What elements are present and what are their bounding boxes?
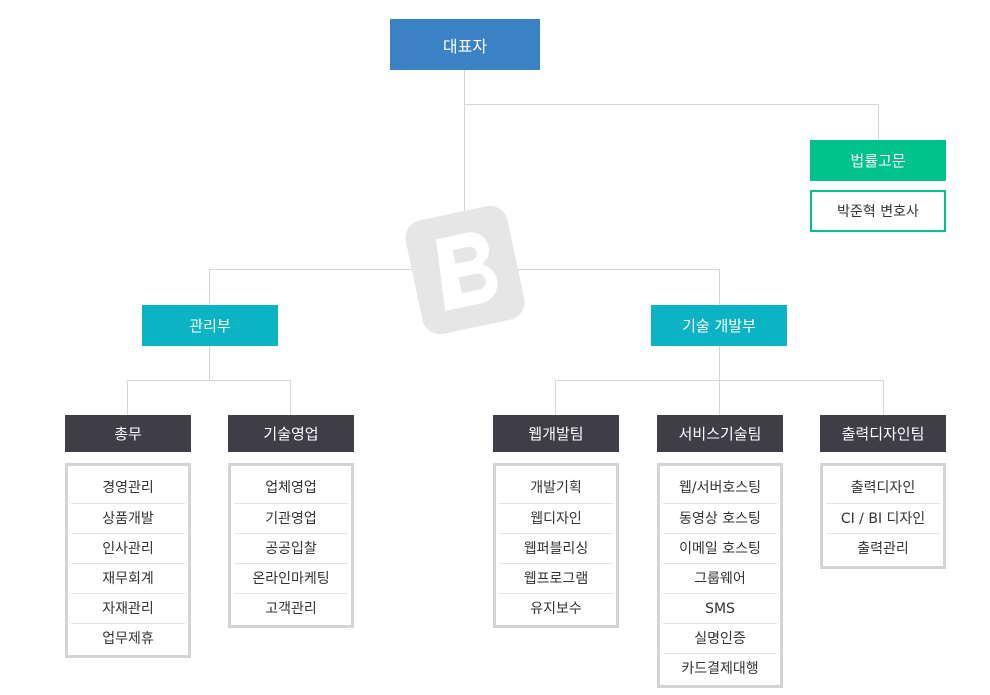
connector-line — [464, 69, 465, 270]
list-item: SMS — [663, 593, 777, 623]
legal-advisor-member: 박준혁 변호사 — [810, 190, 946, 232]
general-affairs-duties-list: 경영관리 상품개발 인사관리 재무회계 자재관리 업무제휴 — [65, 463, 191, 658]
list-item: 카드결제대행 — [663, 653, 777, 683]
b-logo-watermark-icon — [405, 205, 525, 335]
list-item: 인사관리 — [71, 533, 185, 563]
list-item: 이메일 호스팅 — [663, 533, 777, 563]
ceo-box: 대표자 — [390, 19, 540, 70]
service-tech-duties-list: 웹/서버호스팅 동영상 호스팅 이메일 호스팅 그룹웨어 SMS 실명인증 카드… — [657, 463, 783, 688]
list-item: 출력디자인 — [850, 480, 916, 496]
list-item: 웹/서버호스팅 — [679, 480, 761, 496]
list-item: 고객관리 — [234, 593, 348, 623]
list-item: 그룹웨어 — [663, 563, 777, 593]
connector-line — [127, 380, 128, 415]
list-item: 실명인증 — [663, 623, 777, 653]
list-item: 웹디자인 — [499, 503, 613, 533]
list-item: 기관영업 — [234, 503, 348, 533]
team-print-design-box: 출력디자인팀 — [820, 415, 946, 452]
dept-management-box: 관리부 — [142, 305, 278, 346]
connector-line — [719, 269, 720, 305]
team-web-dev-box: 웹개발팀 — [493, 415, 619, 452]
list-item: 공공입찰 — [234, 533, 348, 563]
list-item: 상품개발 — [71, 503, 185, 533]
list-item: 온라인마케팅 — [234, 563, 348, 593]
team-tech-sales-box: 기술영업 — [228, 415, 354, 452]
web-dev-duties-list: 개발기획 웹디자인 웹퍼블리싱 웹프로그램 유지보수 — [493, 463, 619, 628]
connector-line — [290, 380, 291, 415]
connector-line — [555, 380, 884, 381]
list-item: 출력관리 — [826, 533, 940, 563]
legal-advisor-box: 법률고문 — [810, 140, 946, 181]
list-item: 동영상 호스팅 — [663, 503, 777, 533]
connector-line — [883, 380, 884, 415]
list-item: 개발기획 — [530, 480, 582, 496]
print-design-duties-list: 출력디자인 CI / BI 디자인 출력관리 — [820, 463, 946, 569]
list-item: 업무제휴 — [71, 623, 185, 653]
list-item: 유지보수 — [499, 593, 613, 623]
connector-line — [209, 345, 210, 380]
list-item: 경영관리 — [102, 480, 154, 496]
list-item: 웹프로그램 — [499, 563, 613, 593]
list-item: CI / BI 디자인 — [826, 503, 940, 533]
connector-line — [464, 104, 878, 105]
connector-line — [878, 104, 879, 140]
list-item: 재무회계 — [71, 563, 185, 593]
list-item: 자재관리 — [71, 593, 185, 623]
dept-tech-dev-box: 기술 개발부 — [651, 305, 787, 346]
list-item: 웹퍼블리싱 — [499, 533, 613, 563]
connector-line — [209, 269, 210, 305]
tech-sales-duties-list: 업체영업 기관영업 공공입찰 온라인마케팅 고객관리 — [228, 463, 354, 628]
connector-line — [555, 380, 556, 415]
team-general-affairs-box: 총무 — [65, 415, 191, 452]
team-service-tech-box: 서비스기술팀 — [657, 415, 783, 452]
list-item: 업체영업 — [265, 480, 317, 496]
connector-line — [127, 380, 291, 381]
